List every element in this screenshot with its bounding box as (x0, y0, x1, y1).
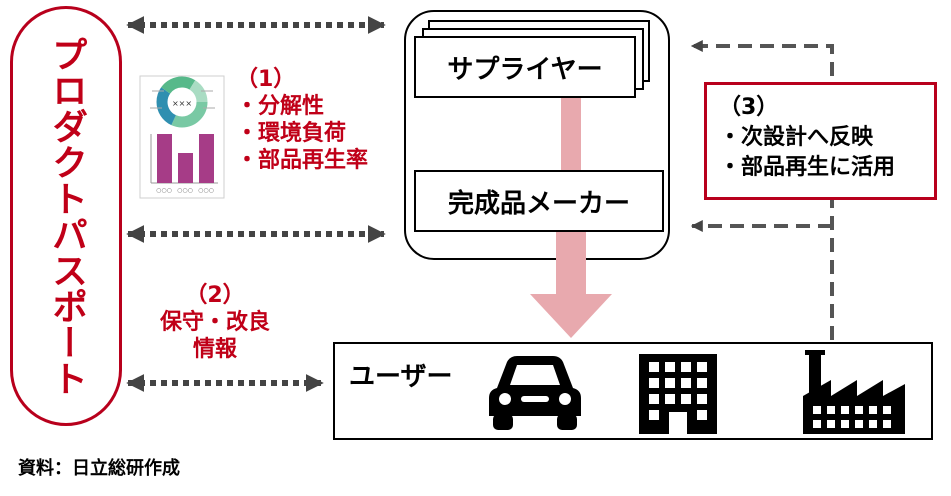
feedback-box: （3） ・次設計へ反映 ・部品再生に活用 (704, 82, 937, 200)
passport-info-number: （1） (236, 67, 296, 92)
maker-box: 完成品メーカー (414, 170, 664, 232)
passport-info-item-3: ・部品再生率 (236, 148, 369, 173)
supplier-box: サプライヤー (414, 36, 636, 98)
product-passport-box: プロダクトパスポート (10, 6, 122, 426)
maker-label: 完成品メーカー (447, 188, 630, 219)
thumbnail-donut (156, 76, 208, 128)
feedback-item-2: ・部品再生に活用 (719, 155, 896, 180)
source-note: 資料：日立総研作成 (18, 458, 180, 479)
user-label: ユーザー (349, 362, 453, 392)
thumbnail-xlabel-3: ○○○ (198, 187, 214, 194)
thumbnail-bar-2 (178, 153, 193, 183)
thumbnail-xlabel-2: ○○○ (177, 187, 193, 194)
thumbnail-callouts (150, 90, 215, 109)
maintenance-number: （2） (185, 283, 245, 308)
feedback-number: （3） (719, 95, 779, 120)
maintenance-info: （2） 保守・改良 情報 (140, 282, 290, 363)
passport-info-item-2: ・環境負荷 (236, 121, 347, 146)
passport-info-list: （1） ・分解性 ・環境負荷 ・部品再生率 (236, 66, 368, 174)
thumbnail-bar-3 (199, 134, 214, 183)
maintenance-line-1: 保守・改良 (159, 310, 270, 335)
thumbnail-center-text: ××× (172, 99, 192, 108)
thumbnail-bar-1 (157, 134, 172, 183)
building-icon (639, 354, 717, 434)
chart-thumbnail: ××× ○○○ ○○○ ○○○ (139, 75, 225, 199)
thumbnail-xlabel-1: ○○○ (156, 187, 172, 194)
passport-info-item-1: ・分解性 (236, 94, 325, 119)
supplier-label: サプライヤー (447, 54, 603, 85)
factory-icon (803, 350, 905, 434)
user-box: ユーザー (333, 342, 933, 440)
feedback-item-1: ・次設計へ反映 (719, 125, 874, 150)
car-icon (489, 356, 581, 430)
feedback-loop (690, 40, 834, 340)
maintenance-line-2: 情報 (192, 337, 237, 362)
product-passport-title: プロダクトパスポート (46, 36, 87, 396)
flow-arrow (530, 98, 612, 338)
